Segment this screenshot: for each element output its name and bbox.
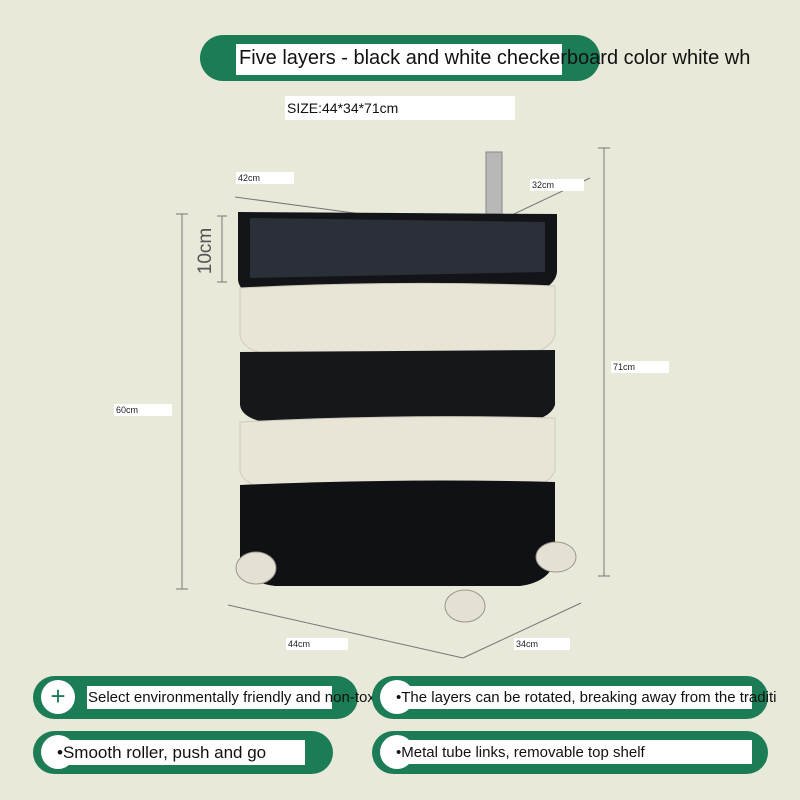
- feature-text-3: •Smooth roller, push and go: [57, 743, 267, 762]
- feature-box-3: [60, 740, 305, 765]
- dim-top-width: 42cm: [236, 172, 294, 184]
- feature-text-2: •The layers can be rotated, breaking awa…: [396, 689, 777, 706]
- title-box: [236, 44, 562, 75]
- feature-text-1: Select environmentally friendly and non-…: [88, 689, 379, 706]
- dim-depth: 34cm: [514, 638, 570, 650]
- drawer-layers: [238, 212, 557, 586]
- dim-body-height: 60cm: [114, 404, 172, 416]
- plus-icon: +: [41, 680, 75, 714]
- dim-top-depth: 32cm: [530, 179, 584, 191]
- wheels: [235, 541, 577, 623]
- dim-layer-height: 10cm: [195, 227, 217, 275]
- dim-width: 44cm: [286, 638, 348, 650]
- product-title: Five layers - black and white checkerboa…: [239, 47, 751, 69]
- feature-box-4: [400, 740, 752, 764]
- dim-total-height: 71cm: [611, 361, 669, 373]
- feature-box-2: [400, 686, 752, 709]
- metal-tube: [485, 151, 503, 223]
- size-label: SIZE:44*34*71cm: [287, 100, 399, 116]
- feature-box-1: [87, 686, 332, 709]
- size-box: [285, 96, 515, 120]
- feature-text-4: •Metal tube links, removable top shelf: [396, 744, 645, 761]
